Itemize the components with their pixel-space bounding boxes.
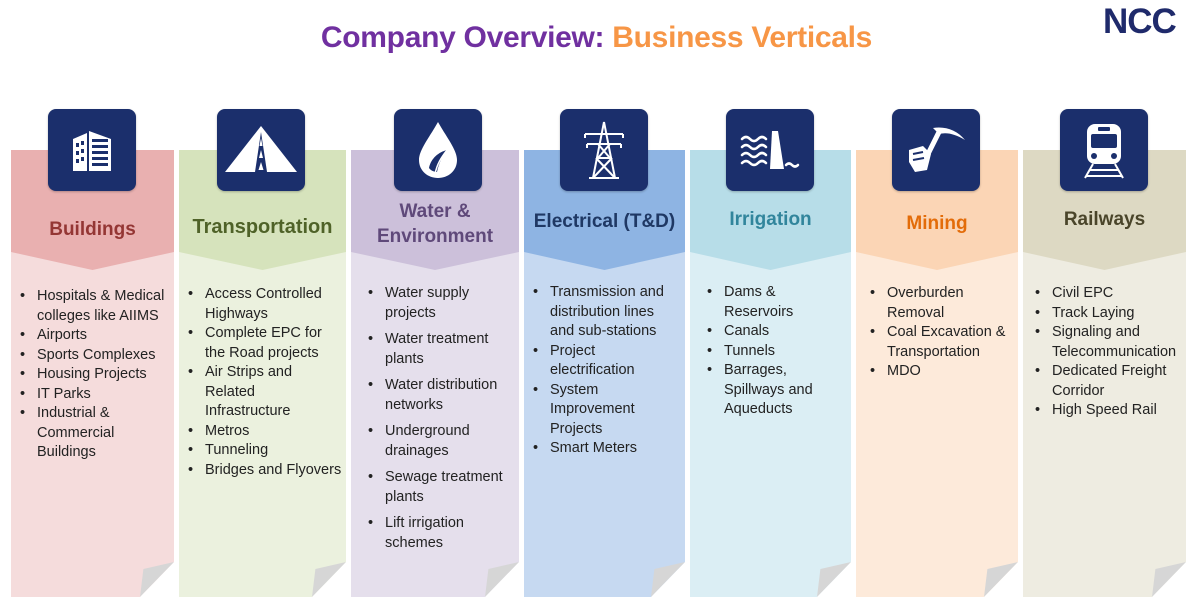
- column-transportation: Transportation Access Controlled Highway…: [179, 150, 346, 597]
- logo-text: NCC: [1103, 2, 1177, 41]
- list-item: IT Parks: [20, 385, 170, 405]
- column-label: Railways: [1063, 209, 1146, 230]
- list-item: Sewage treatment plants: [368, 468, 515, 507]
- list-item: Smart Meters: [533, 439, 681, 459]
- road-icon: [217, 109, 305, 191]
- column-railways: Railways Civil EPC Track Laying Signalin…: [1023, 150, 1186, 597]
- list-item: Sports Complexes: [20, 346, 170, 366]
- list-item: Tunneling: [188, 441, 342, 461]
- list-item: Water treatment plants: [368, 330, 515, 369]
- item-list: Overburden Removal Coal Excavation & Tra…: [856, 284, 1018, 382]
- list-item: Overburden Removal: [870, 284, 1014, 323]
- list-item: System Improvement Projects: [533, 381, 681, 440]
- page-fold: [1152, 562, 1186, 597]
- page-fold: [817, 562, 851, 597]
- page-fold: [651, 562, 685, 597]
- list-item: Complete EPC for the Road projects: [188, 324, 342, 363]
- list-item: Dedicated Freight Corridor: [1035, 362, 1182, 401]
- page-fold: [984, 562, 1018, 597]
- item-list: Access Controlled Highways Complete EPC …: [179, 285, 346, 480]
- list-item: Airports: [20, 326, 170, 346]
- list-item: Dams & Reservoirs: [707, 283, 847, 322]
- list-item: Signaling and Telecommunication: [1035, 323, 1182, 362]
- column-header: Water & Environment: [351, 150, 519, 252]
- list-item: Housing Projects: [20, 365, 170, 385]
- ncc-logo: NCC: [1103, 2, 1177, 41]
- list-item: Water supply projects: [368, 284, 515, 323]
- list-item: Air Strips and Related Infrastructure: [188, 363, 342, 422]
- page-fold: [140, 562, 174, 597]
- column-label: Buildings: [49, 219, 136, 240]
- title-part-1: Company Overview:: [320, 21, 613, 54]
- column-electrical: Electrical (T&D) Transmission and distri…: [524, 150, 685, 597]
- list-item: Transmission and distribution lines and …: [533, 283, 681, 342]
- item-list: Hospitals & Medical colleges like AIIMS …: [11, 287, 174, 463]
- dam-icon: [726, 109, 814, 191]
- list-item: Barrages, Spillways and Aqueducts: [707, 361, 847, 420]
- column-water-environment: Water & Environment Water supply project…: [351, 150, 519, 597]
- column-irrigation: Irrigation Dams & Reservoirs Canals Tunn…: [690, 150, 851, 597]
- item-list: Civil EPC Track Laying Signaling and Tel…: [1023, 284, 1186, 421]
- list-item: Civil EPC: [1035, 284, 1182, 304]
- list-item: Tunnels: [707, 342, 847, 362]
- column-label: Mining: [906, 213, 968, 234]
- list-item: Canals: [707, 322, 847, 342]
- column-mining: Mining Overburden Removal Coal Excavatio…: [856, 150, 1018, 597]
- list-item: Bridges and Flyovers: [188, 461, 342, 481]
- list-item: Track Laying: [1035, 304, 1182, 324]
- item-list: Dams & Reservoirs Canals Tunnels Barrage…: [690, 283, 851, 420]
- page-fold: [485, 562, 519, 597]
- building-icon: [48, 109, 136, 191]
- list-item: MDO: [870, 362, 1014, 382]
- item-list: Water supply projects Water treatment pl…: [351, 284, 519, 560]
- list-item: Access Controlled Highways: [188, 285, 342, 324]
- page-fold: [312, 562, 346, 597]
- pickaxe-icon: [892, 109, 980, 191]
- column-buildings: Buildings Hospitals & Medical colleges l…: [11, 150, 174, 597]
- list-item: Underground drainages: [368, 422, 515, 461]
- list-item: Lift irrigation schemes: [368, 514, 515, 553]
- list-item: Hospitals & Medical colleges like AIIMS: [20, 287, 170, 326]
- list-item: Coal Excavation & Transportation: [870, 323, 1014, 362]
- list-item: Project electrification: [533, 342, 681, 381]
- list-item: High Speed Rail: [1035, 401, 1182, 421]
- column-label: Transportation: [192, 216, 333, 238]
- title-part-2: Business Verticals: [612, 21, 873, 54]
- column-label: Irrigation: [729, 209, 812, 230]
- list-item: Industrial & Commercial Buildings: [20, 404, 170, 463]
- item-list: Transmission and distribution lines and …: [524, 283, 685, 459]
- list-item: Water distribution networks: [368, 376, 515, 415]
- column-label: Electrical (T&D): [533, 211, 676, 232]
- page-title: Company Overview: Business Verticals: [0, 18, 1193, 58]
- column-label: Water & Environment: [376, 201, 494, 247]
- water-drop-icon: [394, 109, 482, 191]
- list-item: Metros: [188, 422, 342, 442]
- train-icon: [1060, 109, 1148, 191]
- transmission-tower-icon: [560, 109, 648, 191]
